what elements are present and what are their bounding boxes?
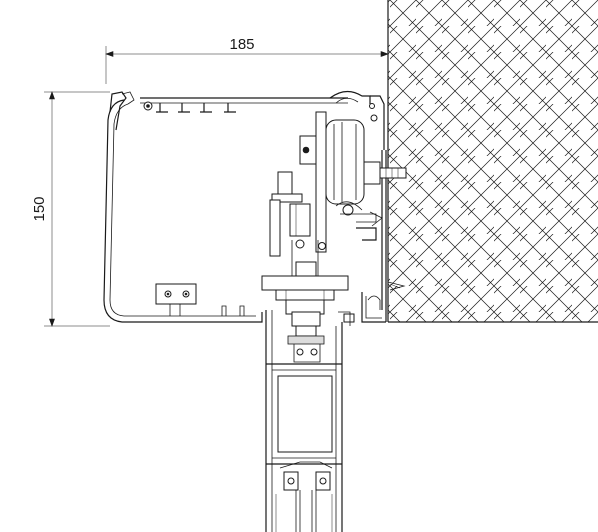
pulley-wheel	[299, 111, 407, 253]
door-profile	[265, 310, 355, 532]
height-label: 150	[31, 196, 48, 221]
mounting-bracket	[155, 283, 197, 316]
wall-clip	[387, 281, 406, 291]
carriage-plate	[261, 275, 349, 315]
hanger-bracket	[269, 171, 326, 277]
width-dimension: 185	[105, 36, 389, 84]
wall-section	[387, 0, 598, 323]
width-label: 185	[229, 36, 254, 53]
housing-profile	[103, 90, 387, 323]
height-dimension: 150	[31, 91, 110, 327]
